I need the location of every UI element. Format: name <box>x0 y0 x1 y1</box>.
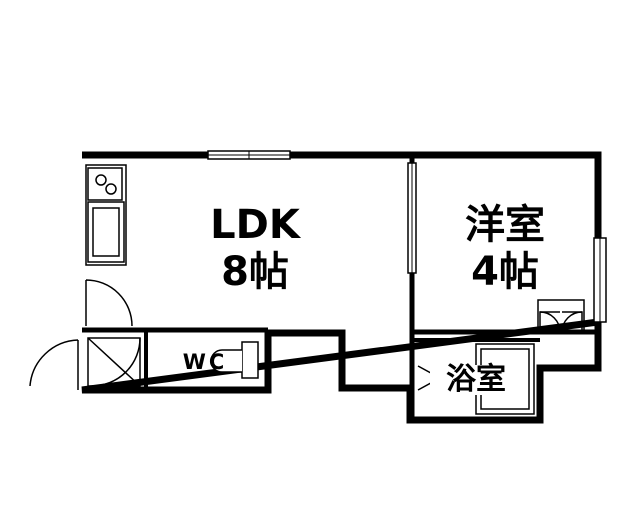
kitchen-sink <box>87 201 125 263</box>
sliding-door <box>407 162 417 274</box>
stove <box>87 167 123 201</box>
western-room-size-label: 4帖 <box>471 249 539 295</box>
hall-door <box>85 279 133 327</box>
bath-label: 浴室 <box>430 365 522 395</box>
toilet <box>210 341 259 379</box>
top-window <box>207 150 291 160</box>
wc-label: WC <box>182 350 228 374</box>
ldk-label: LDK <box>210 202 300 248</box>
entrance <box>87 337 141 387</box>
ldk-size-label: 8帖 <box>221 249 289 295</box>
closet-doors <box>537 299 585 333</box>
right-window <box>593 237 607 323</box>
western-room-label: 洋室 <box>465 202 545 248</box>
front-door <box>29 339 79 390</box>
kitchen-counter <box>85 164 127 266</box>
